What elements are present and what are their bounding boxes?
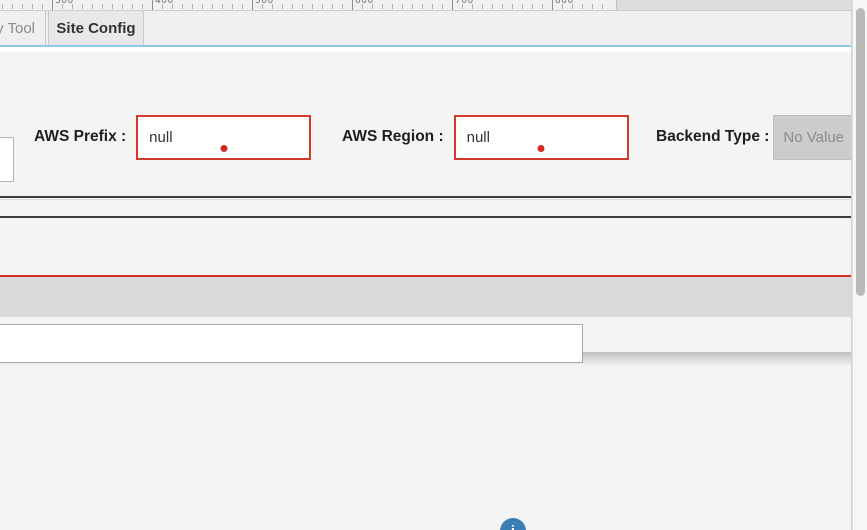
- ruler-label-700: 700: [455, 0, 474, 6]
- ruler-label-500: 500: [255, 0, 274, 6]
- vertical-scrollbar[interactable]: [852, 0, 867, 530]
- aws-prefix-value: null: [149, 128, 173, 146]
- aws-region-input[interactable]: null: [453, 114, 629, 160]
- tab-y-tool-label: y Tool: [0, 20, 35, 37]
- divider-rule-1: [0, 196, 852, 198]
- field-group-backend-type: Backend Type : No Value: [656, 114, 867, 160]
- clipped-input[interactable]: [0, 137, 14, 182]
- aws-region-error-dot-icon: [537, 144, 545, 152]
- divider-rule-2: [0, 216, 852, 218]
- measurement-ruler: 300 400 500 600: [0, 0, 867, 11]
- tab-y-tool[interactable]: y Tool: [0, 11, 46, 46]
- ruler-label-300: 300: [55, 0, 74, 6]
- grey-strip: [0, 277, 852, 317]
- content-panel: AWS Prefix : null AWS Region : null Back…: [0, 47, 867, 363]
- scrollbar-thumb[interactable]: [856, 8, 865, 296]
- divider-hairline: [0, 199, 852, 200]
- config-form-row: AWS Prefix : null AWS Region : null Back…: [0, 102, 867, 182]
- field-group-aws-region: AWS Region : null: [342, 114, 629, 160]
- divider-rule-red: [0, 275, 852, 277]
- info-icon[interactable]: i: [500, 518, 526, 530]
- ruler-end-cap: [616, 0, 867, 10]
- aws-region-label: AWS Region :: [342, 128, 444, 145]
- aws-region-value: null: [466, 128, 490, 146]
- ruler-label-600: 600: [355, 0, 374, 6]
- info-icon-glyph: i: [511, 523, 515, 530]
- backend-type-value: No Value: [783, 128, 845, 146]
- content-top-band: [0, 47, 852, 52]
- aws-prefix-error-dot-icon: [220, 144, 228, 152]
- tab-site-config-label: Site Config: [56, 20, 136, 37]
- aws-prefix-input[interactable]: null: [136, 114, 312, 160]
- ruler-label-400: 400: [155, 0, 174, 6]
- field-group-aws-prefix: AWS Prefix : null: [34, 114, 312, 160]
- scrollbar-separator: [851, 0, 852, 530]
- tab-active-underline: [0, 45, 867, 47]
- tab-site-config[interactable]: Site Config: [48, 11, 144, 46]
- ruler-label-800: 800: [555, 0, 574, 6]
- tab-bar: y Tool Site Config: [0, 11, 867, 47]
- backend-type-label: Backend Type :: [656, 128, 770, 145]
- bottom-text-input[interactable]: [0, 324, 583, 363]
- aws-prefix-label: AWS Prefix :: [34, 128, 127, 145]
